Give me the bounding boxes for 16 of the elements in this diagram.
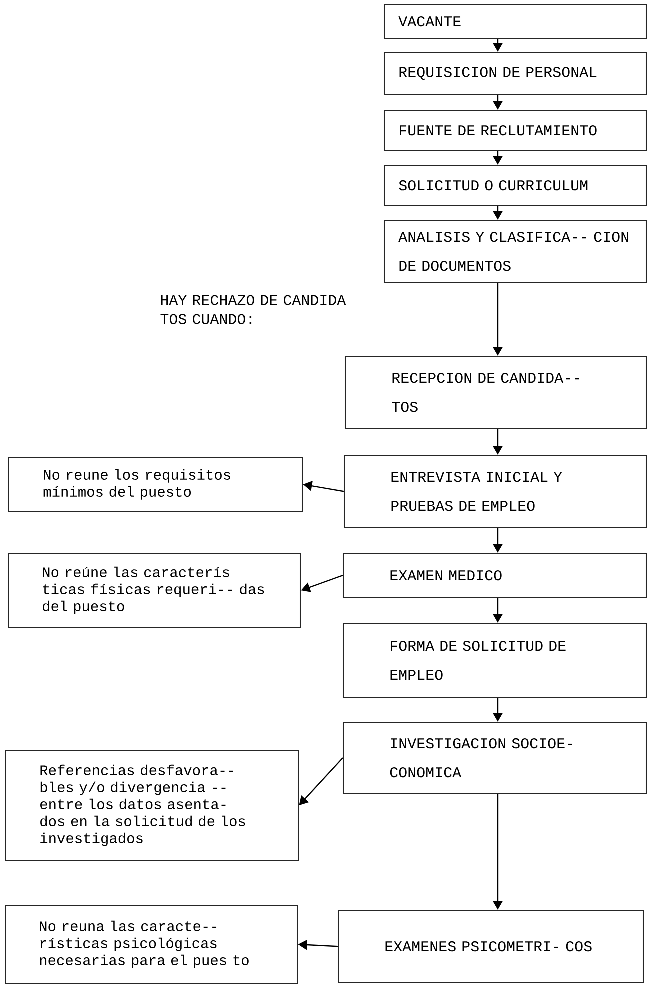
process-box: INVESTIGACION SOCIOE- CONOMICA xyxy=(343,722,648,794)
process-box: ENTREVISTA INICIAL Y PRUEBAS DE EMPLEO xyxy=(344,455,648,528)
note-box: No reuna las caracte-- rísticas psicológicas necesarias para el pues to xyxy=(5,905,298,984)
process-box: FUENTE DE RECLUTAMIENTO xyxy=(384,110,648,152)
note-box: Referencias desfavora-- bles y/o divergencia -- entre los datos asenta- dos en la solicitud de los investigados xyxy=(5,750,300,862)
process-box: ANALISIS Y CLASIFICA-- CION DE DOCUMENTOS xyxy=(384,220,648,284)
process-box: FORMA DE SOLICITUD DE EMPLEO xyxy=(343,623,648,698)
process-box: SOLICITUD O CURRICULUM xyxy=(384,165,648,206)
process-box: REQUISICION DE PERSONAL xyxy=(384,52,648,96)
process-box: VACANTE xyxy=(384,4,648,40)
process-box: EXAMENES PSICOMETRI- COS xyxy=(338,910,644,984)
note-label: HAY RECHAZO DE CANDIDA TOS CUANDO: xyxy=(160,295,346,324)
note-box: No reune los requisitos mínimos del puesto xyxy=(8,457,304,512)
process-box: EXAMEN MEDICO xyxy=(343,553,648,598)
process-box: RECEPCION DE CANDIDA-- TOS xyxy=(345,356,648,430)
note-box: No reúne las caracterís ticas físicas requeri-- das del puesto xyxy=(8,553,302,628)
